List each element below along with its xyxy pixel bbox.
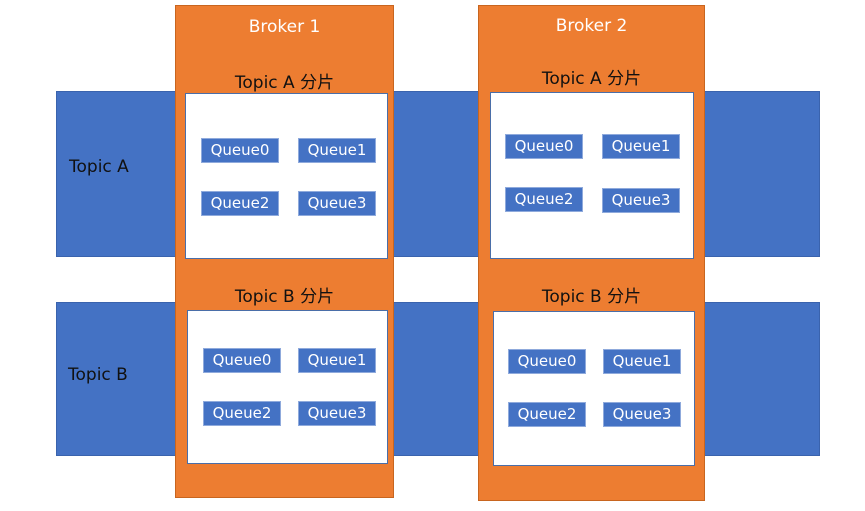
topic-a-label: Topic A [69,157,129,177]
queue: Queue3 [603,402,681,427]
queue: Queue3 [602,188,680,213]
queue: Queue1 [298,348,376,373]
shard-title: Topic A 分片 [541,69,642,89]
queue: Queue2 [201,191,279,216]
queue: Queue3 [298,191,376,216]
broker-title: Broker 1 [248,17,321,37]
queue: Queue0 [201,138,279,163]
queue: Queue2 [508,402,586,427]
shard-title: Topic A 分片 [234,73,335,93]
topic-b-label: Topic B [68,365,128,385]
shard-title: Topic B 分片 [234,287,335,307]
shard-topic-b: Queue0 Queue1 Queue2 Queue3 [493,311,695,466]
broker-title: Broker 2 [555,16,628,36]
queue: Queue1 [298,138,376,163]
queue: Queue1 [602,134,680,159]
queue: Queue0 [505,134,583,159]
queue: Queue1 [603,349,681,374]
shard-topic-a: Queue0 Queue1 Queue2 Queue3 [185,93,388,259]
broker-2: Broker 2 Topic A 分片 Queue0 Queue1 Queue2… [478,5,705,501]
shard-title: Topic B 分片 [541,287,642,307]
queue: Queue3 [298,401,376,426]
broker-1: Broker 1 Topic A 分片 Queue0 Queue1 Queue2… [175,5,394,498]
queue: Queue2 [505,187,583,212]
queue: Queue0 [508,349,586,374]
shard-topic-a: Queue0 Queue1 Queue2 Queue3 [490,92,694,259]
topic-a-band [56,91,820,257]
shard-topic-b: Queue0 Queue1 Queue2 Queue3 [187,310,388,464]
queue: Queue0 [203,348,281,373]
topic-b-band [56,302,820,456]
queue: Queue2 [203,401,281,426]
